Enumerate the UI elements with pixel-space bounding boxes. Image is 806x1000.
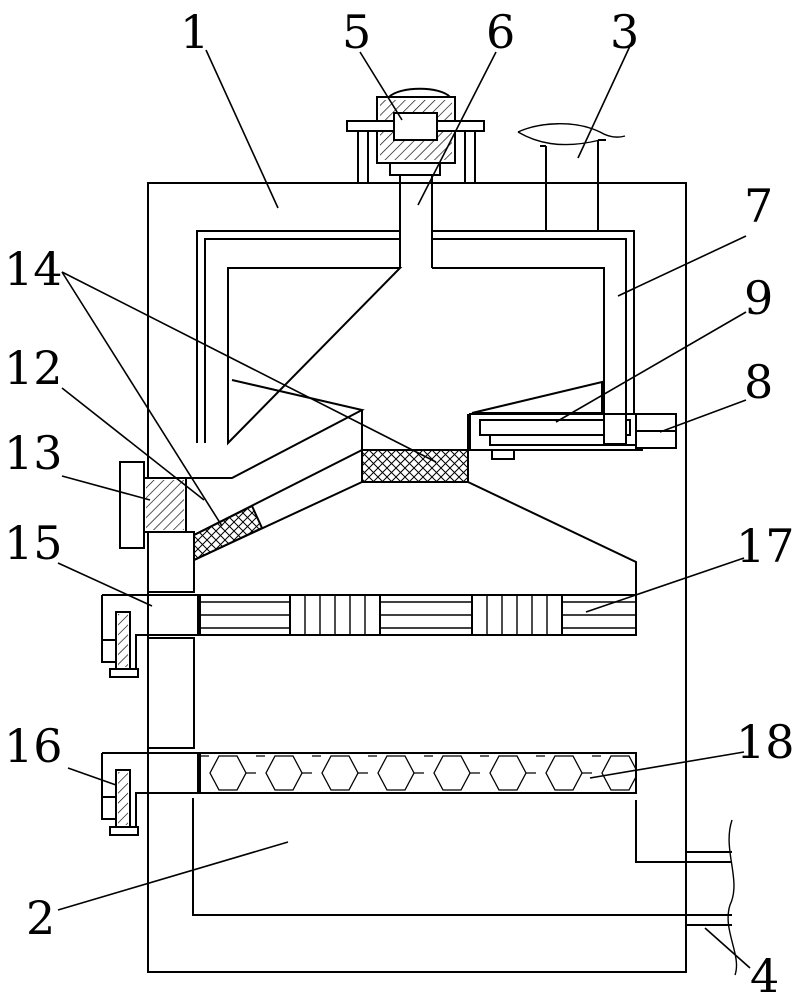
upper-roller	[199, 594, 637, 636]
label-18: 18	[736, 715, 795, 769]
lower-roller-mount	[101, 752, 199, 836]
label-4: 4	[750, 949, 779, 1000]
lower-roller	[199, 752, 637, 794]
label-15: 15	[4, 516, 63, 570]
label-1: 1	[180, 5, 209, 59]
label-14: 14	[4, 242, 63, 296]
chute-screen	[193, 504, 264, 562]
label-13: 13	[4, 426, 63, 480]
label-6: 6	[486, 5, 515, 59]
label-9: 9	[744, 271, 773, 325]
label-8: 8	[744, 355, 773, 409]
part-labels: 1 5 6 3 7 9 8 14 12 13 15 17 16 18 2 4	[4, 5, 795, 1000]
shaft	[399, 175, 433, 268]
u-frame	[196, 230, 635, 446]
slide-plate	[469, 380, 677, 460]
label-12: 12	[4, 341, 63, 395]
upper-roller-mount	[101, 594, 199, 749]
funnel	[148, 379, 637, 595]
label-5: 5	[342, 5, 371, 59]
outlet-pipe	[686, 819, 738, 976]
leader-lines	[57, 45, 751, 969]
label-3: 3	[610, 5, 639, 59]
label-2: 2	[26, 891, 55, 945]
center-screen	[361, 449, 469, 483]
label-17: 17	[736, 519, 795, 573]
inlet-pipe	[517, 123, 626, 232]
collection-chamber	[192, 798, 686, 916]
label-7: 7	[744, 179, 773, 233]
side-door	[119, 461, 195, 593]
motor	[346, 87, 485, 184]
label-16: 16	[4, 719, 63, 773]
